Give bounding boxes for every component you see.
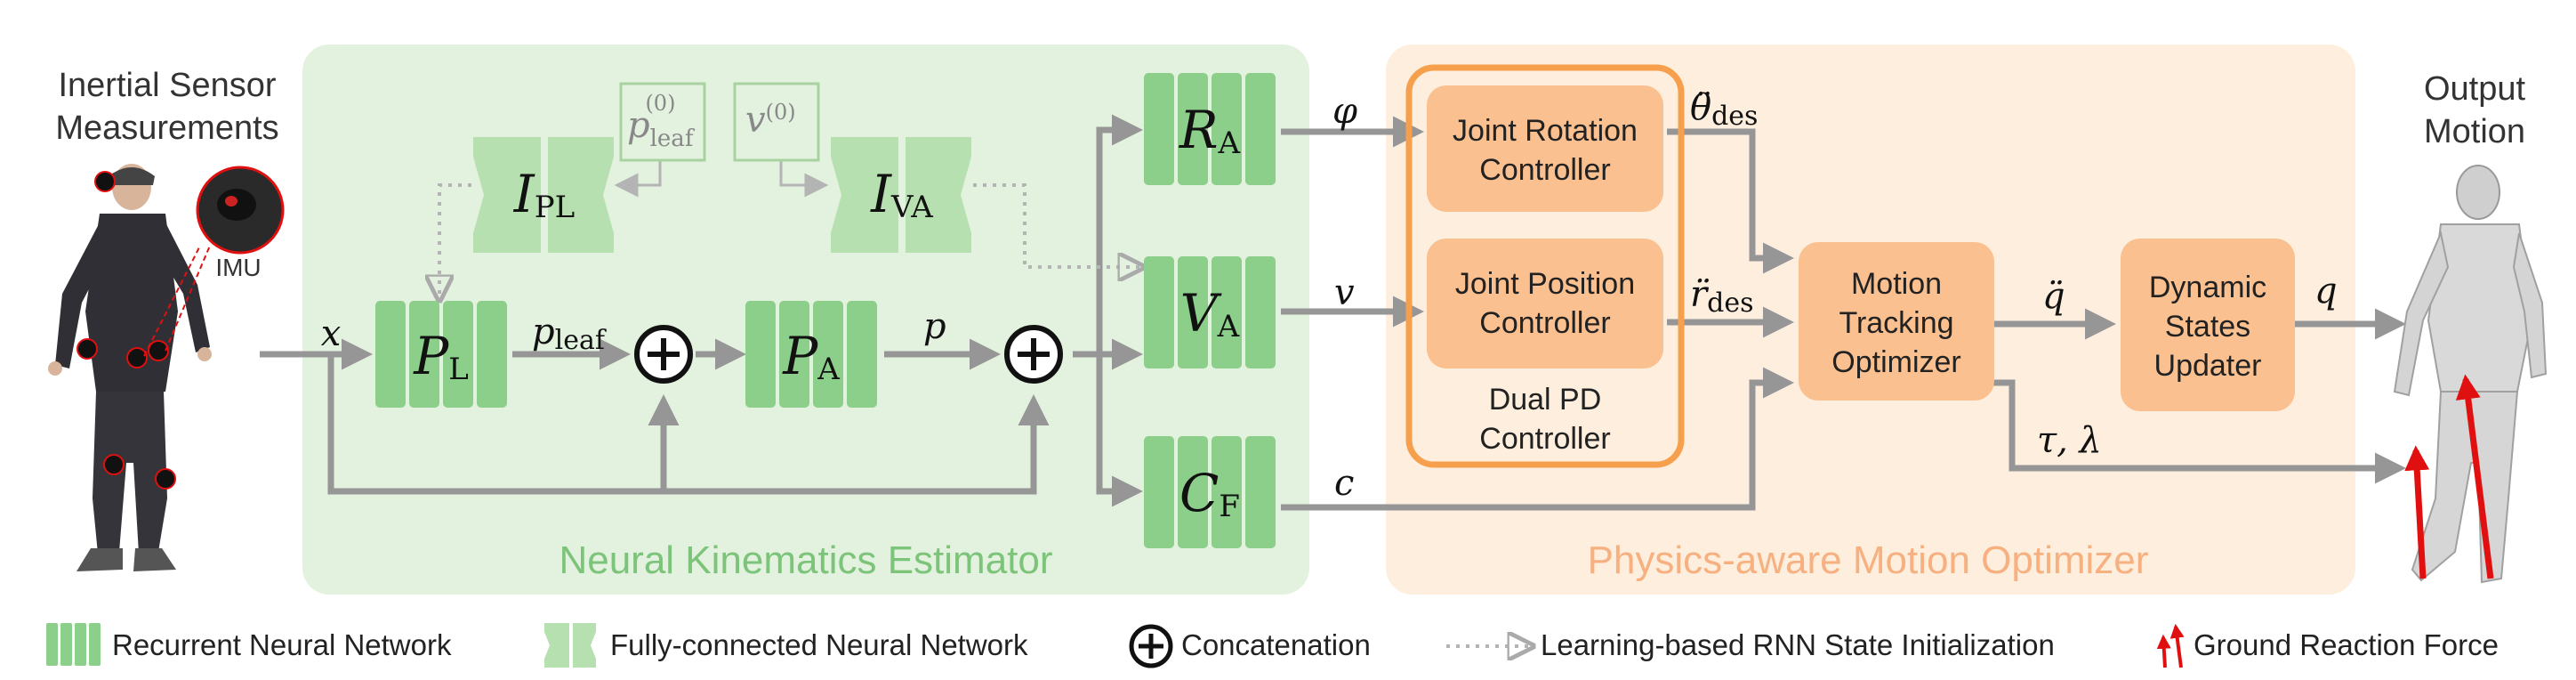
arrow-pleaf0-to-ipl: [614, 160, 662, 198]
legend-grf-icon: [2156, 623, 2185, 668]
legend-rnn-icon: [46, 623, 101, 666]
signal-c: c: [1334, 463, 1354, 504]
joint-rotation-line1: Joint Rotation: [1453, 114, 1638, 148]
joint-position-line1: Joint Position: [1455, 267, 1635, 301]
output-title-line2: Motion: [2424, 113, 2525, 150]
ra-label: RA: [1179, 100, 1241, 161]
dynamic-states-line2: States: [2165, 310, 2250, 344]
dual-pd-line1: Dual PD: [1489, 383, 1602, 417]
dual-pd-line2: Controller: [1479, 422, 1610, 456]
fc-block-ipl: [473, 137, 614, 253]
arrow-to-ra: [1096, 114, 1143, 354]
data-flow-arrows: [260, 114, 2406, 511]
legend-concat-icon: [1129, 624, 1173, 668]
iva-label: IVA: [870, 164, 933, 225]
joint-position-line2: Controller: [1479, 306, 1610, 340]
init-pleaf-box: [619, 82, 706, 162]
init-pleaf-label: pleaf(0): [627, 91, 696, 152]
arrow-mto-to-force: [1992, 379, 2406, 484]
concat-node-1: [634, 325, 693, 384]
joint-rotation-line2: Controller: [1479, 153, 1610, 187]
signal-phi: φ: [1332, 91, 1357, 132]
arrow-ipl-to-pl: [439, 183, 471, 297]
motion-tracking-line3: Optimizer: [1831, 345, 1960, 379]
cf-label: CF: [1179, 463, 1240, 524]
imu-sensor-right-wrist: [148, 340, 169, 361]
legend-grf-label: Ground Reaction Force: [2194, 628, 2499, 661]
legend-init-label: Learning-based RNN State Initialization: [1541, 628, 2055, 661]
rnn-block-va: [1144, 256, 1276, 368]
nke-title: Neural Kinematics Estimator: [559, 538, 1052, 582]
imu-sensor-left-knee: [103, 454, 125, 475]
signal-tau-lambda: τ, λ: [2037, 420, 2102, 461]
motion-tracking-line2: Tracking: [1839, 306, 1953, 340]
legend-rnn-label: Recurrent Neural Network: [112, 628, 452, 661]
arrow-jrc-to-mto: [1667, 128, 1794, 274]
rnn-block-ra: [1144, 73, 1276, 185]
arrow-cf-to-mto: [1281, 367, 1794, 511]
signal-x: x: [321, 313, 342, 354]
arrow-v0-to-iva: [779, 160, 829, 198]
concat-node-2: [1004, 325, 1063, 384]
init-value-arrows: [614, 160, 829, 198]
pl-label: PL: [413, 326, 469, 387]
imu-label: IMU: [215, 254, 261, 281]
dual-pd-border: [1405, 64, 1685, 468]
legend: Recurrent Neural Network Fully-connected…: [46, 623, 2499, 668]
rnn-block-cf: [1144, 436, 1276, 548]
signal-q-ddot: q̈: [2042, 276, 2065, 317]
init-v-label: v(0): [745, 100, 796, 141]
output-title-line1: Output: [2424, 70, 2526, 108]
dynamic-states-updater: [2121, 239, 2295, 411]
input-title-line2: Measurements: [55, 109, 278, 147]
joint-rotation-controller: [1427, 85, 1663, 212]
arrow-x-skip: [327, 354, 1050, 495]
legend-fc-label: Fully-connected Neural Network: [610, 628, 1028, 661]
legend-fc-icon: [544, 623, 596, 668]
signal-p: p: [923, 306, 946, 347]
dynamic-states-line1: Dynamic: [2149, 271, 2266, 304]
signal-theta-des: θ̈des: [1690, 87, 1758, 132]
fc-block-iva: [831, 137, 971, 253]
dynamic-states-line3: Updater: [2154, 349, 2262, 383]
rnn-block-pl: [375, 301, 507, 408]
arrow-to-cf: [1096, 354, 1143, 507]
imu-sensor-head: [94, 171, 116, 192]
signal-pleaf: pleaf: [532, 312, 607, 356]
rnn-init-arrows: [439, 183, 1140, 297]
init-v-box: [733, 82, 820, 162]
pamo-title: Physics-aware Motion Optimizer: [1588, 538, 2149, 582]
signal-v: v: [1334, 272, 1355, 313]
ground-reaction-force-arrows: [2404, 374, 2494, 579]
motion-tracking-line1: Motion: [1851, 267, 1942, 301]
output-body-figure: [2393, 165, 2548, 584]
imu-sensor-pelvis: [126, 347, 148, 368]
joint-position-controller: [1427, 239, 1663, 368]
signal-r-des: r̈des: [1690, 274, 1753, 319]
signal-q: q: [2314, 271, 2338, 312]
ipl-label: IPL: [513, 164, 575, 225]
legend-concat-label: Concatenation: [1181, 628, 1371, 661]
input-human-figure: [48, 164, 212, 571]
input-title-line1: Inertial Sensor: [58, 67, 276, 104]
rnn-block-pa: [745, 301, 877, 408]
imu-closeup: [196, 166, 285, 255]
imu-sensor-left-wrist: [76, 338, 98, 360]
va-label: VA: [1180, 283, 1240, 344]
pa-label: PA: [782, 326, 840, 387]
imu-sensor-right-knee: [155, 468, 176, 490]
motion-tracking-optimizer: [1799, 242, 1994, 401]
